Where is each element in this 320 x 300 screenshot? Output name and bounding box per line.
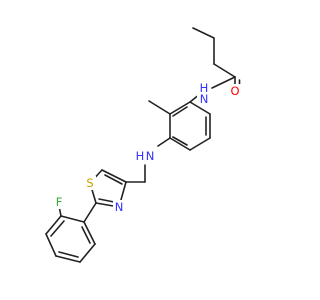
- amide-nh-label: H N: [197, 81, 209, 106]
- bond: [172, 136, 188, 146]
- carbonyl-o-label: O: [229, 84, 241, 98]
- bond: [58, 251, 79, 258]
- bond: [192, 27, 215, 39]
- atom-f: F: [56, 195, 63, 209]
- bond: [81, 226, 91, 244]
- bond: [211, 76, 236, 89]
- bond: [148, 100, 171, 115]
- bond: [50, 220, 65, 237]
- bond: [169, 101, 191, 115]
- bond: [83, 221, 96, 245]
- atom-o: O: [230, 84, 239, 98]
- molecule-structure: H N O H N S N F: [45, 27, 241, 263]
- atom-h: H: [200, 81, 209, 95]
- bond: [55, 255, 81, 263]
- bond: [169, 137, 191, 151]
- atom-s: S: [86, 176, 93, 190]
- bond: [213, 63, 236, 78]
- thiazole-n-label: N: [113, 200, 125, 214]
- bond: [189, 137, 211, 151]
- bond: [45, 215, 62, 235]
- bond: [98, 198, 115, 203]
- amine-nh-label: H N: [134, 149, 156, 163]
- bond: [83, 202, 97, 223]
- bond: [60, 215, 85, 223]
- bond: [101, 169, 127, 183]
- bond: [189, 101, 211, 115]
- bond: [157, 137, 171, 147]
- bond: [45, 233, 57, 257]
- atom-h: H: [136, 149, 145, 163]
- bond: [104, 174, 123, 185]
- atom-n: N: [146, 149, 155, 163]
- bond: [79, 243, 96, 263]
- atom-n: N: [200, 92, 209, 106]
- bonds: [45, 27, 241, 263]
- thiazole-s-label: S: [84, 176, 96, 190]
- atom-n: N: [115, 200, 124, 214]
- fluorine-label: F: [53, 195, 65, 209]
- bond: [172, 106, 188, 117]
- atom-labels: H N O H N S N F: [53, 81, 241, 214]
